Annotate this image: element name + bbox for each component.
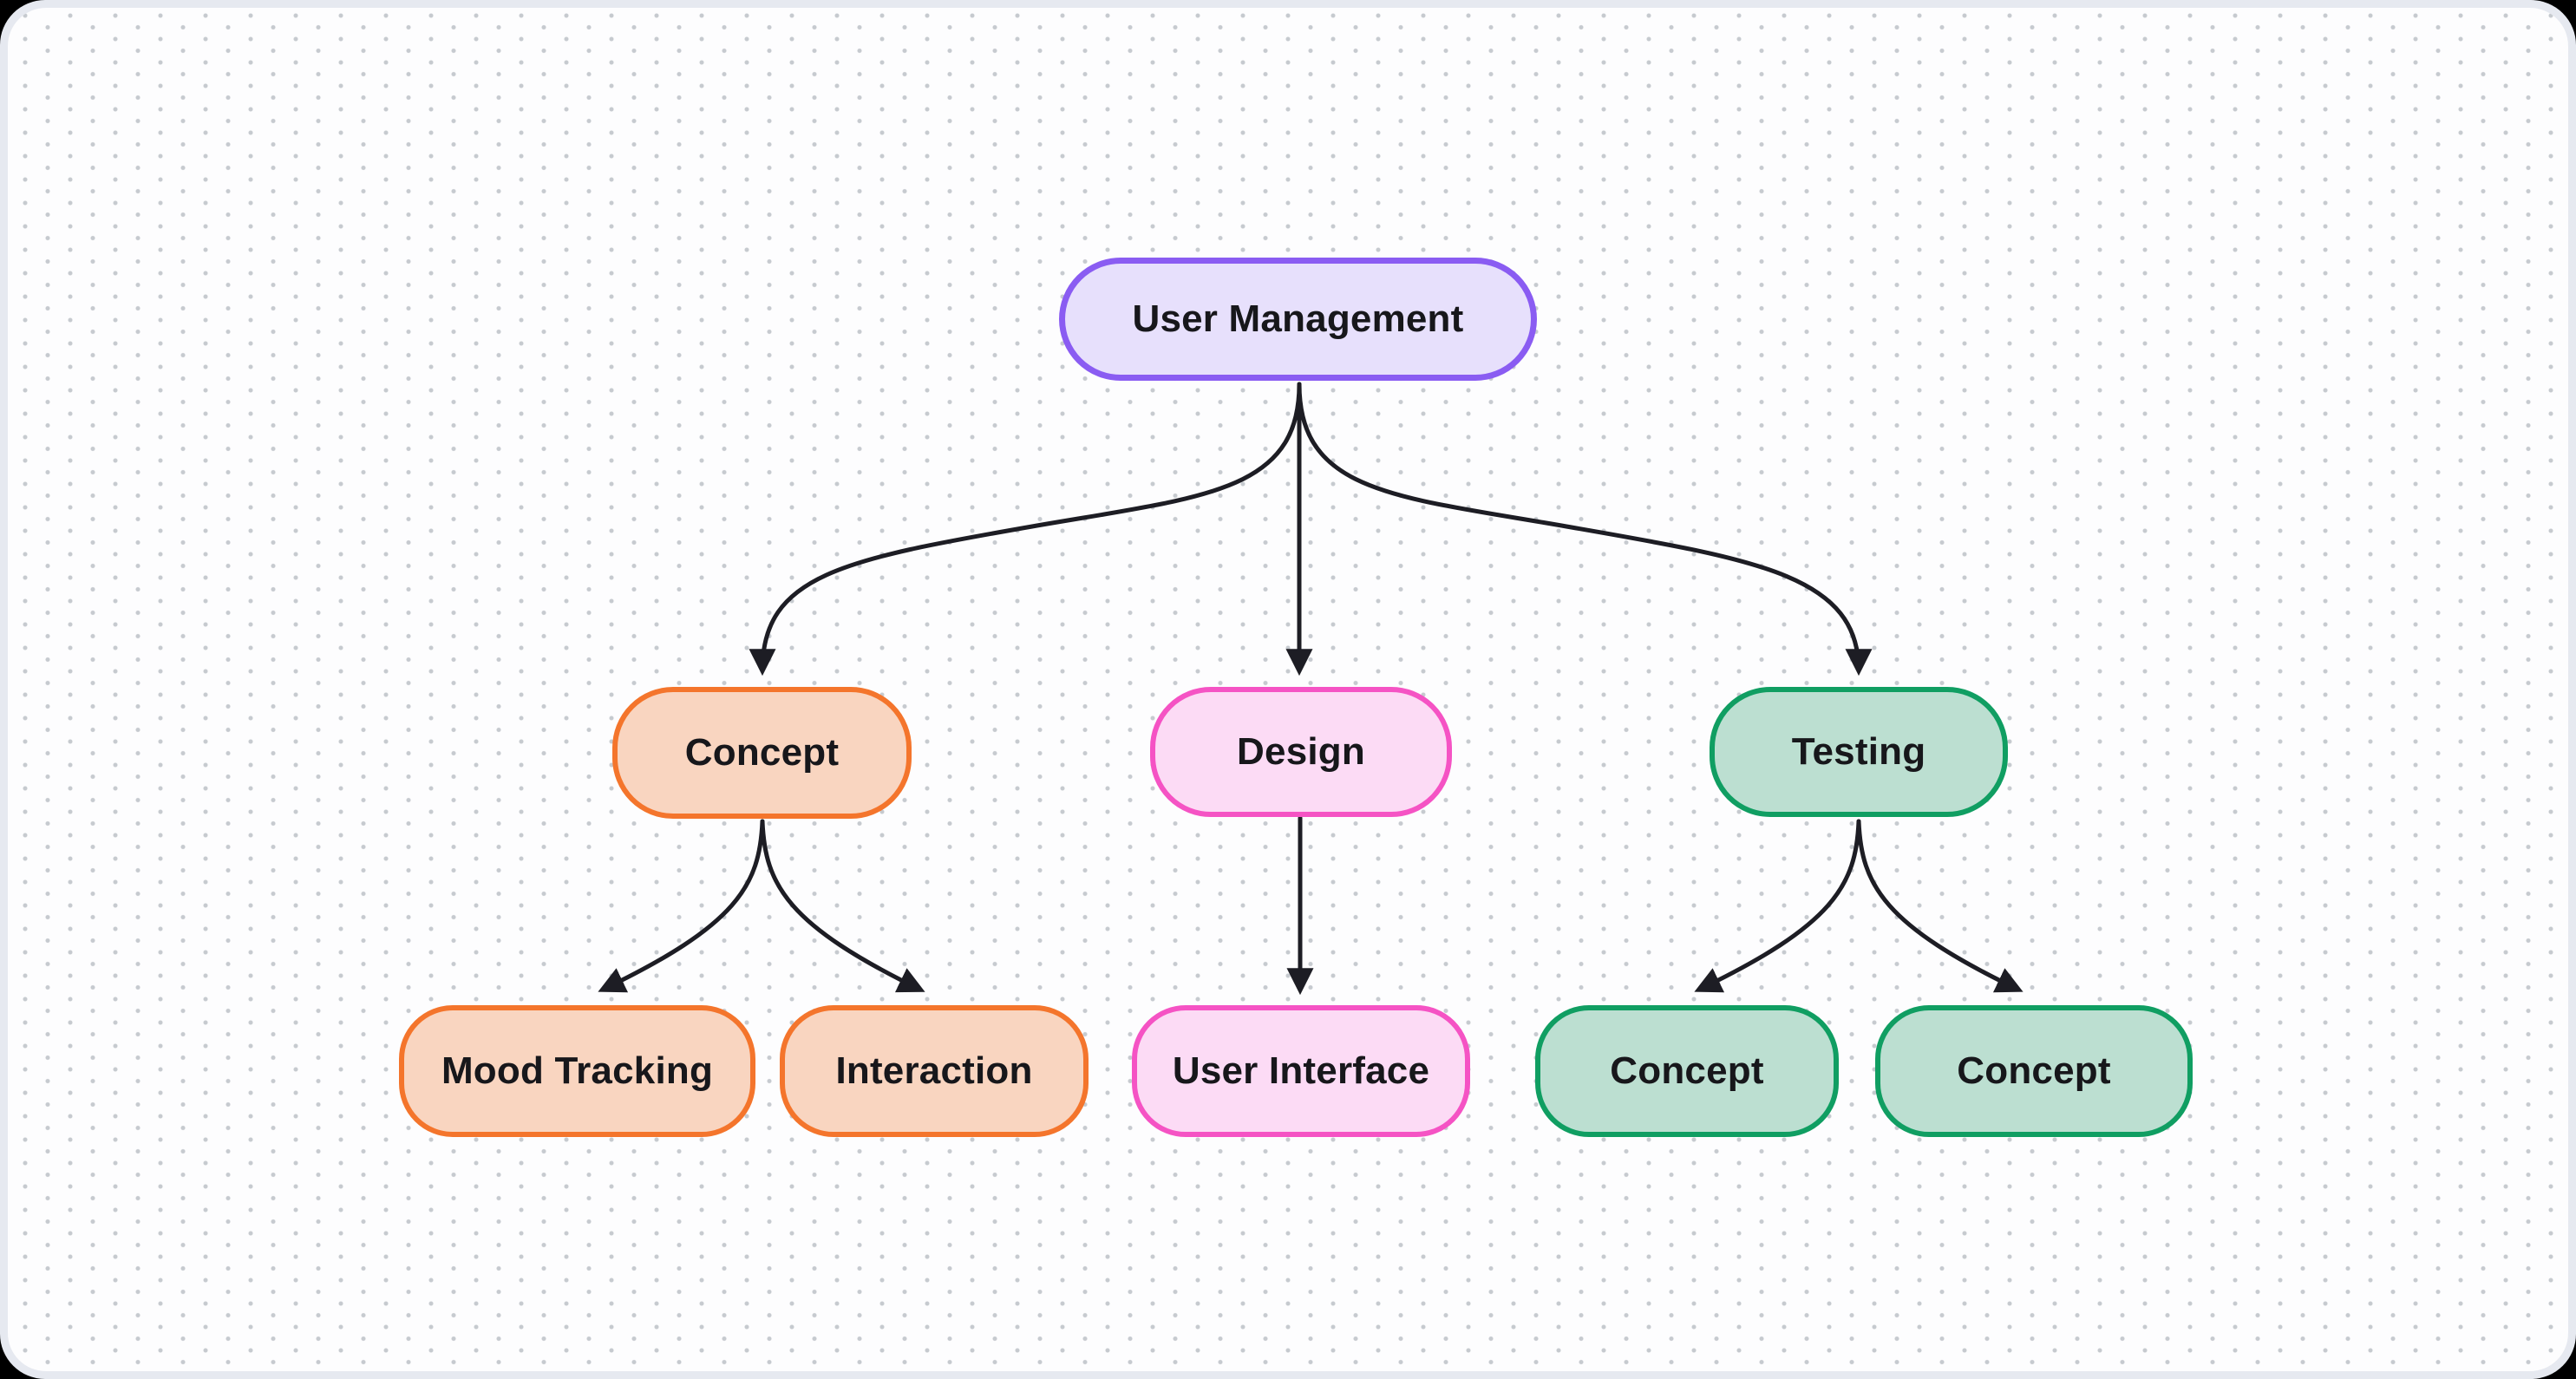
edge-concept-mood-tracking [598,819,765,993]
node-label: User Interface [1172,1049,1430,1092]
edge-testing-concept-2 [1694,819,1861,993]
node-label: Design [1237,730,1365,773]
node-design[interactable]: Design [1150,687,1452,817]
node-label: Mood Tracking [441,1049,714,1092]
node-label: User Management [1132,297,1464,340]
node-interaction[interactable]: Interaction [780,1005,1089,1137]
node-concept[interactable]: Concept [612,687,912,819]
edge-user-management-concept [749,382,1302,676]
whiteboard-canvas[interactable]: User Management Concept Design Testing M… [8,8,2568,1371]
node-label: Concept [1610,1049,1764,1092]
edge-testing-concept-3 [1856,819,2024,993]
edge-concept-interaction [760,819,925,993]
node-label: Interaction [835,1049,1033,1092]
node-user-interface[interactable]: User Interface [1132,1005,1470,1137]
node-label: Concept [1957,1049,2111,1092]
node-testing[interactable]: Testing [1710,687,2008,817]
node-label: Concept [684,731,840,774]
node-concept-3[interactable]: Concept [1875,1005,2193,1137]
node-label: Testing [1791,730,1926,773]
node-user-management[interactable]: User Management [1059,258,1537,381]
edge-user-management-testing [1297,382,1873,676]
node-mood-tracking[interactable]: Mood Tracking [399,1005,755,1137]
node-concept-2[interactable]: Concept [1535,1005,1839,1137]
